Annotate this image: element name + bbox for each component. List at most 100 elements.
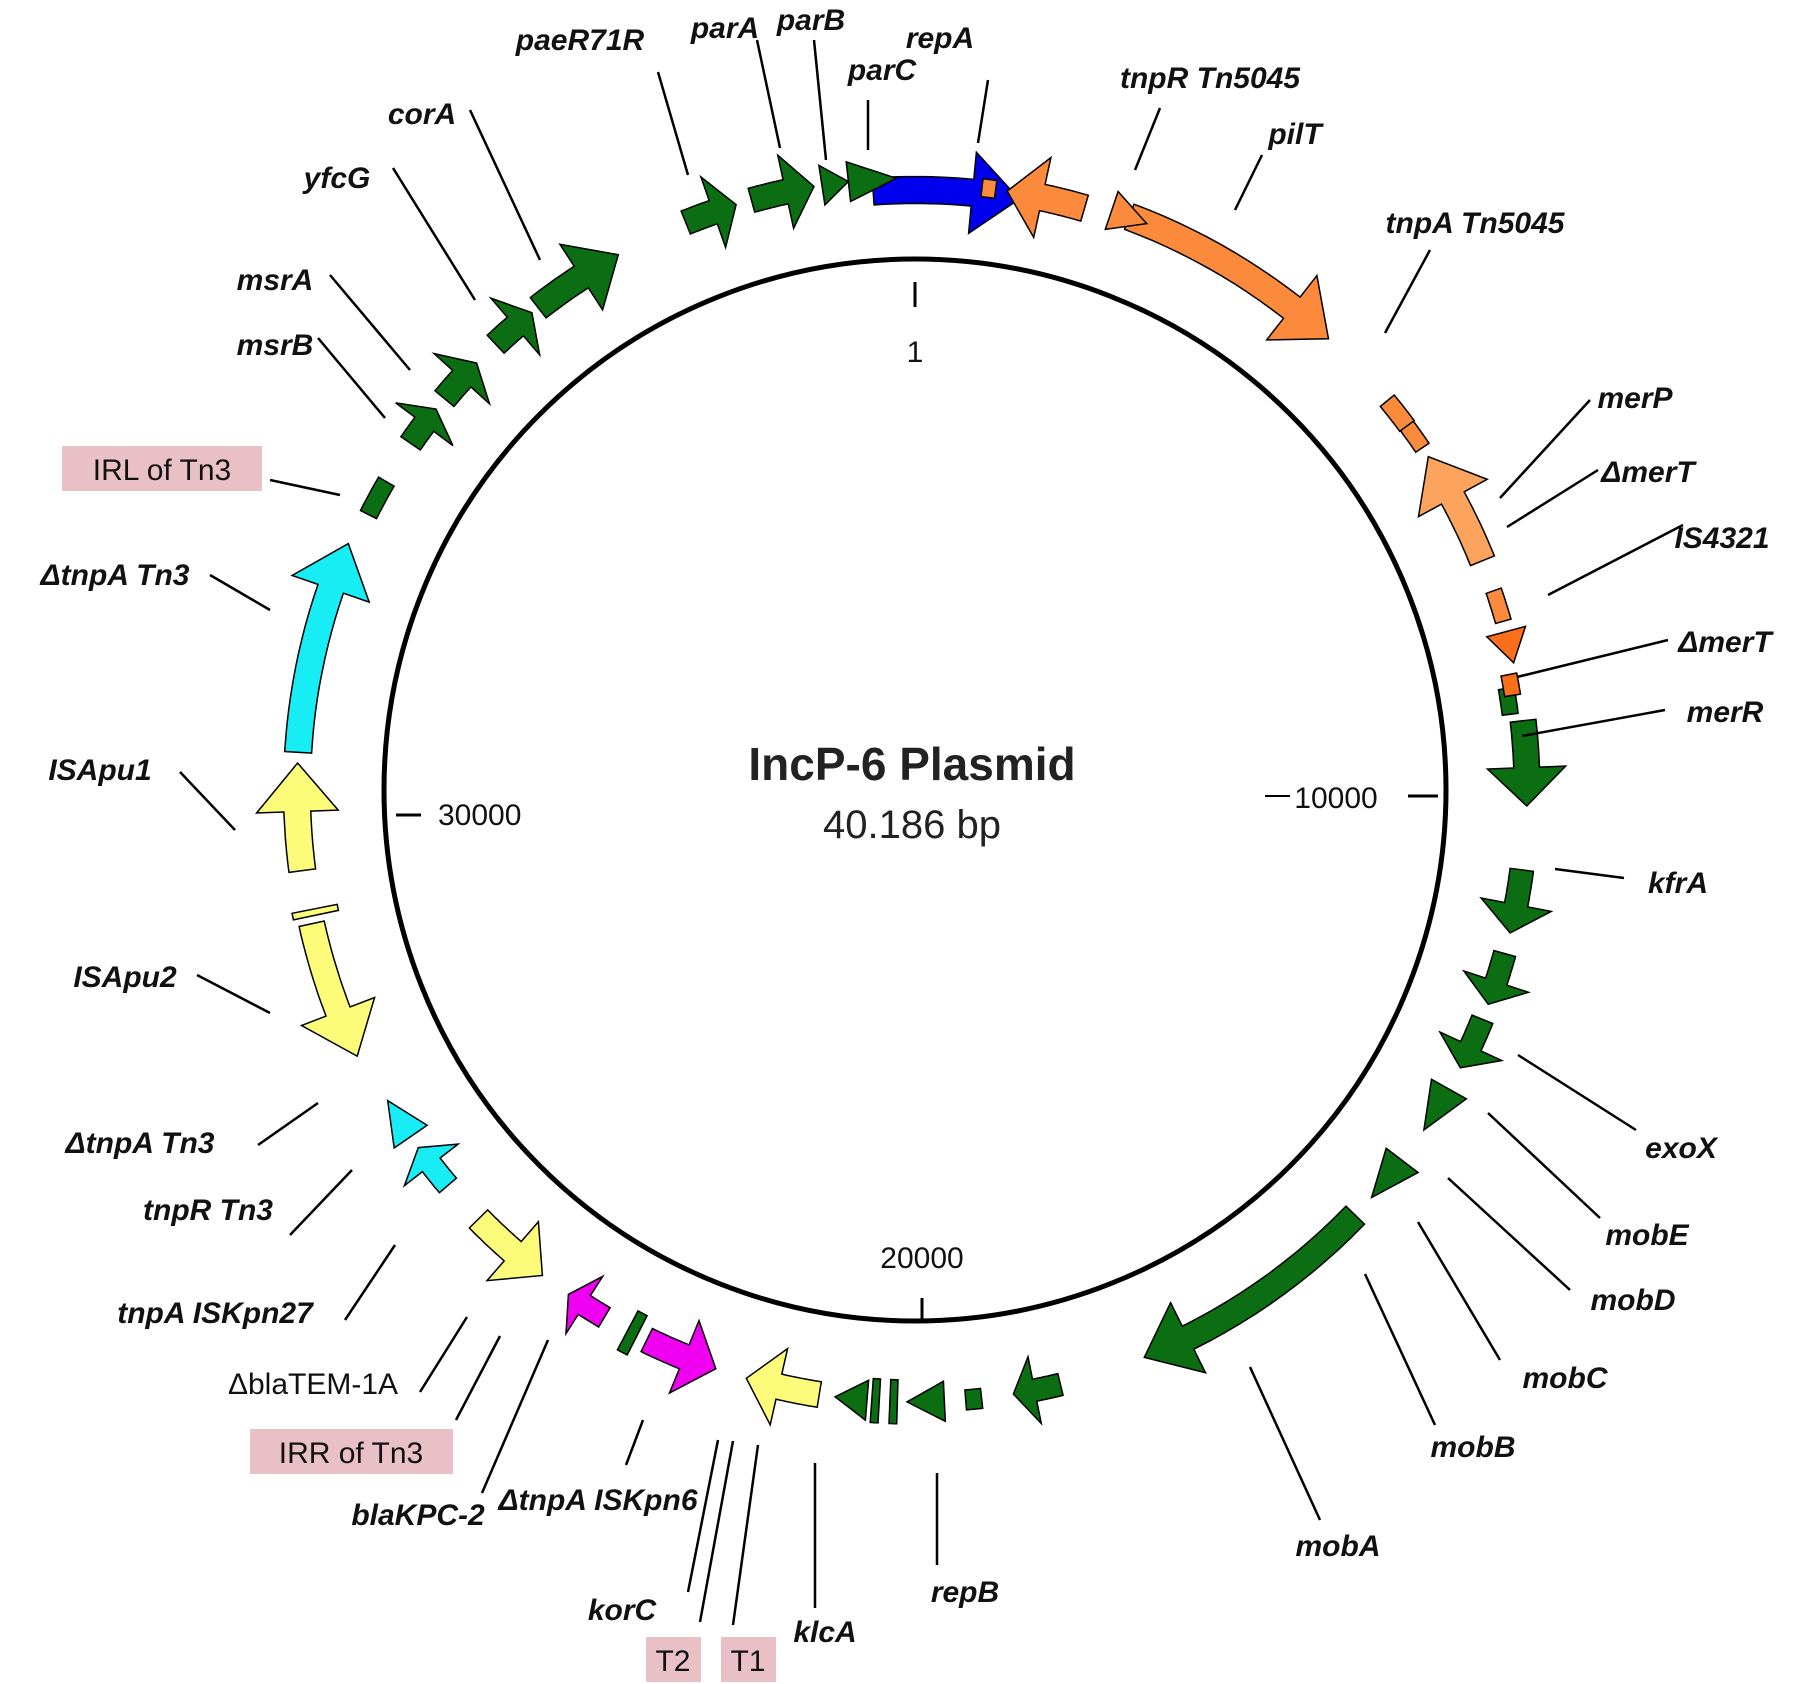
leader-line-38 xyxy=(1233,154,1264,211)
gene-arrow-0-repa xyxy=(871,150,1021,235)
gene-arrow-27-mobc xyxy=(1422,1078,1468,1132)
gene-label-klca: klcA xyxy=(793,1616,856,1649)
leader-line-0 xyxy=(976,79,990,144)
leader-line-28 xyxy=(1447,1177,1571,1291)
tick-label-20000: 20000 xyxy=(880,1242,963,1275)
gene-arrow-38-pilt xyxy=(1104,190,1149,231)
gene-label-para: parA xyxy=(690,12,759,45)
gene-label-kfra: kfrA xyxy=(1648,867,1708,900)
gene-arrow-30-exox xyxy=(1479,867,1554,934)
leader-line-30 xyxy=(1517,1053,1637,1132)
gene-arrow-29-mobe xyxy=(1461,949,1532,1006)
gene-label-dblatem1a: ΔblaTEM-1A xyxy=(228,1368,398,1401)
gene-arrow-33-mert xyxy=(1485,587,1512,625)
label-box-irr xyxy=(250,1429,453,1474)
tick-label-10000: 10000 xyxy=(1294,782,1377,815)
gene-label-blakpc2: blaKPC-2 xyxy=(351,1499,485,1532)
gene-label-msra: msrA xyxy=(237,264,314,297)
gene-arrow-13-tnpa-tn3 xyxy=(386,1099,429,1150)
gene-arrow-11-isapu1 xyxy=(254,761,340,874)
leader-line-36 xyxy=(1499,399,1591,499)
leader-line-17 xyxy=(454,1335,502,1421)
leader-line-25 xyxy=(1248,1366,1322,1521)
gene-label-tnpa-tn5045: tnpA Tn5045 xyxy=(1386,207,1566,240)
gene-label-dtnpa-tn3-bottom: ΔtnpA Tn3 xyxy=(64,1127,214,1160)
gene-arrow-14-tnpr-tn3 xyxy=(402,1143,461,1194)
gene-label-tnpa-iskpn27: tnpA ISKpn27 xyxy=(117,1297,314,1330)
gene-arrow-7-msra xyxy=(431,352,492,408)
gene-arrows xyxy=(254,150,1568,1427)
leader-line-5 xyxy=(468,109,542,261)
gene-arrow-31-kfra xyxy=(1485,718,1568,808)
gene-label-mobb: mobB xyxy=(1431,1431,1516,1464)
leader-line-37 xyxy=(1383,249,1432,334)
gene-label-tnpr-tn5045: tnpR Tn5045 xyxy=(1120,62,1301,95)
gene-arrow-39-tnpr-tn5045 xyxy=(1006,155,1090,240)
gene-label-t2: T2 xyxy=(655,1645,690,1678)
gene-arrow-32-merr xyxy=(1485,625,1527,665)
gene-label-merp: merP xyxy=(1597,382,1673,415)
gene-arrow-24-repb xyxy=(1012,1354,1065,1426)
gene-label-mobd: mobD xyxy=(1591,1284,1676,1317)
gene-arrow-23-klca xyxy=(905,1380,947,1423)
gene-label-cora: corA xyxy=(388,98,456,131)
gene-arrow-6-yfcg xyxy=(486,296,541,358)
leader-line-31 xyxy=(1554,867,1625,880)
label-box-irl xyxy=(62,446,262,491)
gene-arrow-5-cora xyxy=(529,243,620,319)
gene-arrow-28-mobd xyxy=(1438,1014,1505,1069)
plasmid-title: IncP-6 Plasmid xyxy=(748,738,1075,790)
leader-line-32 xyxy=(1521,708,1666,738)
gene-label-repa: repA xyxy=(906,22,974,55)
leader-lines xyxy=(179,39,1684,1626)
gene-label-is4321: IS4321 xyxy=(1674,522,1769,555)
leader-line-13 xyxy=(257,1101,319,1147)
gene-arrow-16-blatem-1a xyxy=(565,1274,612,1337)
gene-label-irr-tn3: IRR of Tn3 xyxy=(279,1437,424,1470)
gene-segment-3 xyxy=(980,177,998,200)
gene-label-dtnpa-iskpn6: ΔtnpA ISKpn6 xyxy=(497,1484,697,1517)
gene-arrow-2-parb xyxy=(817,164,850,207)
gene-label-korc: korC xyxy=(588,1594,658,1627)
leader-line-3 xyxy=(755,39,782,149)
gene-label-paer71r: paeR71R xyxy=(515,24,645,57)
gene-label-parb: parB xyxy=(776,4,845,37)
label-box-t2 xyxy=(646,1637,701,1682)
leader-line-39 xyxy=(1133,107,1162,171)
gene-arrow-19-tnpa-iskpn6 xyxy=(745,1346,823,1427)
tick-label-1: 1 xyxy=(907,336,924,369)
gene-arrow-21-t2 xyxy=(869,1377,882,1424)
leader-line-12 xyxy=(196,973,271,1015)
leader-line-27 xyxy=(1416,1221,1502,1361)
leader-line-16 xyxy=(418,1316,469,1393)
tick-label-30000: 30000 xyxy=(438,799,521,832)
leader-line-26 xyxy=(1363,1273,1437,1426)
gene-arrow-17-irr-of-tn3 xyxy=(616,1309,649,1356)
gene-arrow-12-isapu2 xyxy=(298,920,376,1058)
leader-line-29 xyxy=(1487,1112,1601,1219)
gene-arrow-4-paer71r xyxy=(680,174,737,251)
gene-arrow-8-msrb xyxy=(395,402,454,452)
leader-line-9 xyxy=(269,478,341,497)
gene-label-dtnpa-tn3-top: ΔtnpA Tn3 xyxy=(39,559,189,592)
gene-segment-2 xyxy=(964,1387,984,1411)
leader-line-14 xyxy=(289,1169,353,1236)
gene-label-isapu2: ISApu2 xyxy=(73,961,177,994)
leader-line-18 xyxy=(480,1339,550,1494)
leader-line-35 xyxy=(1506,468,1599,529)
leader-line-4 xyxy=(656,71,690,176)
leader-line-7 xyxy=(329,274,411,371)
gene-arrow-9-irl-of-tn3 xyxy=(359,476,396,520)
gene-label-mobe: mobE xyxy=(1605,1219,1689,1252)
gene-label-msrb: msrB xyxy=(237,329,314,362)
gene-label-irl-tn3: IRL of Tn3 xyxy=(93,454,231,487)
leader-line-21 xyxy=(698,1440,735,1623)
gene-label-isapu1: ISApu1 xyxy=(48,754,151,787)
gene-label-merr: merR xyxy=(1687,696,1764,729)
label-box-t1 xyxy=(721,1637,776,1682)
gene-arrow-3-para xyxy=(747,153,815,231)
gene-label-exox: exoX xyxy=(1645,1132,1719,1165)
gene-arrow-37-tnpa-tn5045 xyxy=(1123,203,1330,341)
leader-line-19 xyxy=(624,1419,645,1466)
